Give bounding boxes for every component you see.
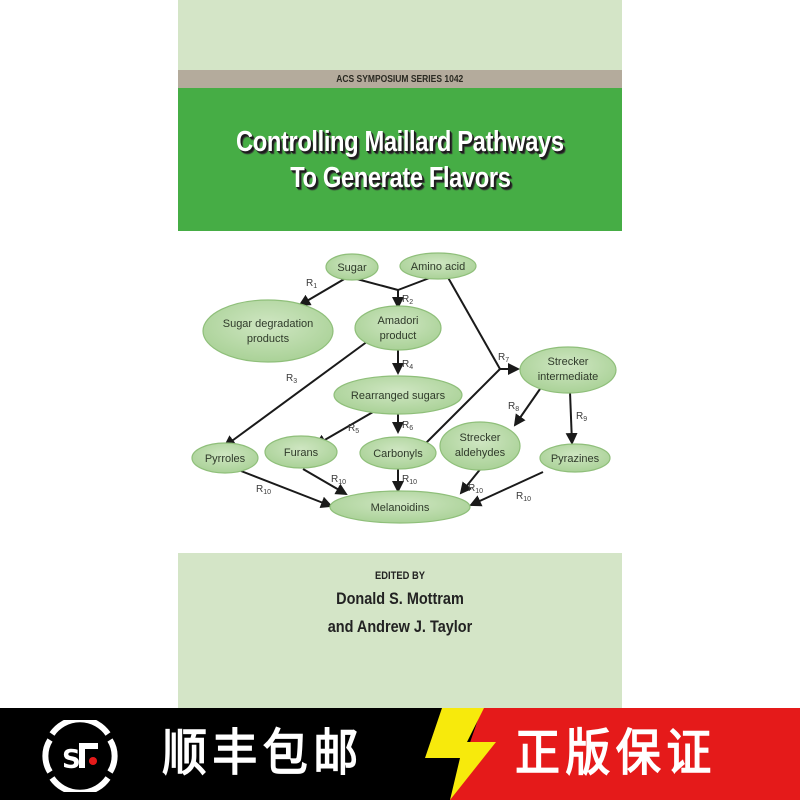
reaction-r7: R7 <box>498 352 509 364</box>
label-sugar-degradation-2: products <box>247 333 290 345</box>
reaction-r1: R1 <box>306 278 317 290</box>
node-carbonyls <box>359 436 437 470</box>
banner-red-section <box>450 708 800 800</box>
label-strecker-intermediate-2: intermediate <box>538 371 599 383</box>
reaction-r10-pyrazines: R10 <box>516 491 531 503</box>
reaction-r8: R8 <box>508 401 519 413</box>
label-amino-acid: Amino acid <box>411 261 465 273</box>
reaction-r10-furans: R10 <box>331 474 346 486</box>
node-amino-acid <box>399 252 477 280</box>
maillard-pathway-diagram: Sugar Amino acid Sugar degradation produ… <box>178 231 622 553</box>
node-pyrazines <box>539 443 611 473</box>
label-pyrroles: Pyrroles <box>205 453 246 465</box>
label-carbonyls: Carbonyls <box>373 448 423 460</box>
label-pyrazines: Pyrazines <box>551 453 600 465</box>
node-sugar-degradation-products <box>202 299 334 363</box>
reaction-r10-pyrroles: R10 <box>256 484 271 496</box>
node-sugar <box>325 253 379 281</box>
reaction-labels: R1 R2 R3 R4 R5 R6 R7 R8 R9 R10 R10 R10 R… <box>256 278 587 503</box>
free-shipping-text: 顺丰包邮 <box>162 724 364 782</box>
editor-band: EDITED BY Donald S. Mottram and Andrew J… <box>178 553 622 708</box>
reaction-r5: R5 <box>348 423 359 435</box>
node-melanoidins <box>329 490 471 524</box>
reaction-r4: R4 <box>402 359 413 371</box>
edited-by-label: EDITED BY <box>375 570 425 582</box>
editor-name-1: Donald S. Mottram <box>336 589 464 608</box>
pathway-edges <box>223 273 578 508</box>
cover-top-band <box>178 0 622 70</box>
node-amadori-product <box>354 305 442 351</box>
label-rearranged-sugars: Rearranged sugars <box>351 390 446 402</box>
node-furans <box>264 435 338 469</box>
label-melanoidins: Melanoidins <box>371 502 430 514</box>
book-title-line-1: Controlling Maillard Pathways <box>236 125 564 158</box>
book-title-line-2: To Generate Flavors <box>289 161 511 194</box>
label-sugar-degradation-1: Sugar degradation <box>223 318 314 330</box>
label-strecker-intermediate-1: Strecker <box>548 356 589 368</box>
title-band: Controlling Maillard Pathways To Generat… <box>178 88 622 231</box>
label-amadori-2: product <box>380 330 417 342</box>
series-band: ACS SYMPOSIUM SERIES 1042 <box>178 70 622 88</box>
sf-express-logo-icon: S <box>42 720 118 792</box>
reaction-r2: R2 <box>402 294 413 306</box>
node-pyrroles <box>191 442 259 474</box>
node-rearranged-sugars <box>333 375 463 415</box>
reaction-r10-carbonyls: R10 <box>402 474 417 486</box>
label-strecker-aldehydes-2: aldehydes <box>455 447 506 459</box>
book-cover: ACS SYMPOSIUM SERIES 1042 Controlling Ma… <box>178 0 622 708</box>
svg-text:S: S <box>62 745 81 775</box>
label-furans: Furans <box>284 447 319 459</box>
pathway-svg: Sugar Amino acid Sugar degradation produ… <box>191 252 617 524</box>
reaction-r10-strecker-aldehydes: R10 <box>468 483 483 495</box>
series-label: ACS SYMPOSIUM SERIES 1042 <box>336 73 464 85</box>
lightning-bolt-icon <box>425 708 496 800</box>
reaction-r3: R3 <box>286 373 297 385</box>
pathway-nodes <box>191 252 617 524</box>
reaction-r9: R9 <box>576 411 587 423</box>
node-strecker-aldehydes <box>439 421 521 471</box>
reaction-r6: R6 <box>402 420 413 432</box>
label-sugar: Sugar <box>337 262 367 274</box>
node-strecker-intermediate <box>519 346 617 394</box>
node-labels: Sugar Amino acid Sugar degradation produ… <box>205 261 600 514</box>
label-strecker-aldehydes-1: Strecker <box>460 432 501 444</box>
label-amadori-1: Amadori <box>378 315 419 327</box>
promo-banner: S 顺丰包邮 正版保证 <box>0 708 800 800</box>
editor-name-2: and Andrew J. Taylor <box>327 617 473 636</box>
authentic-guarantee-text: 正版保证 <box>515 724 717 782</box>
